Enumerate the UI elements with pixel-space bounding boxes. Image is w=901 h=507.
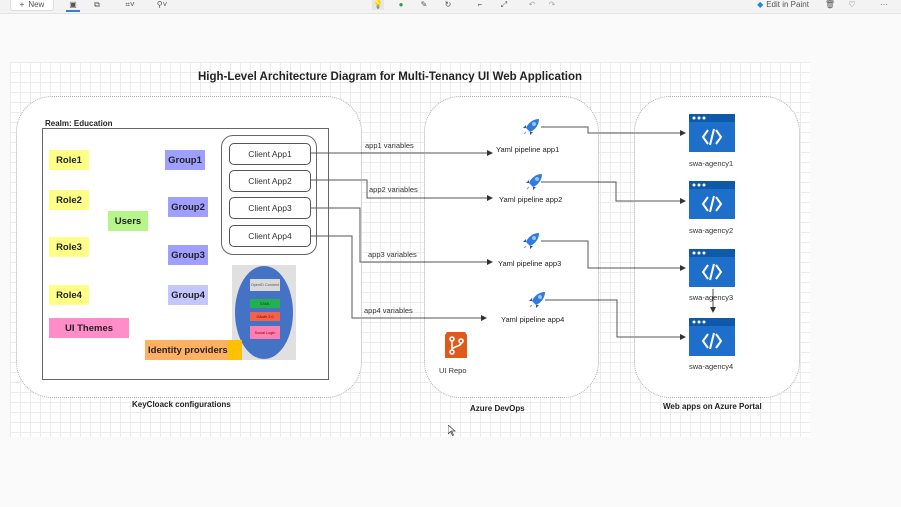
protocol-oauth: OAuth 2.0 xyxy=(250,312,280,321)
app2-variables-label: app2 variables xyxy=(369,185,418,194)
swa-agency1-label: swa-agency1 xyxy=(689,159,734,168)
new-button-label: New xyxy=(28,0,45,9)
pipeline-app4-label: Yaml pipeline app4 xyxy=(501,315,565,324)
app-toolbar: + New ▣ ⧉ ⌗˅ ⚲˅ 💡 ● ✎ ↻ ⌐ ⤢ ↶ ↷ ◆ Edit i… xyxy=(0,0,901,14)
role-4: Role4 xyxy=(49,285,89,305)
web-app-icon xyxy=(689,249,735,287)
group-4: Group4 xyxy=(168,285,208,305)
swa-agency2-label: swa-agency2 xyxy=(689,226,734,235)
pipeline-app3-label: Yaml pipeline app3 xyxy=(498,259,562,268)
pipeline-rocket-icon xyxy=(523,233,539,249)
group-3: Group3 xyxy=(168,245,208,265)
diagram-title: High-Level Architecture Diagram for Mult… xyxy=(198,71,583,83)
keycloak-group-label: KeyCloack configurations xyxy=(132,400,231,409)
swa-agency4-label: swa-agency4 xyxy=(689,362,734,371)
pipeline-rocket-icon xyxy=(526,174,542,190)
zoom-icon[interactable]: ⚲˅ xyxy=(156,0,168,9)
role-2: Role2 xyxy=(49,190,89,210)
role-1: Role1 xyxy=(49,150,89,170)
connector-app2-variables xyxy=(311,179,493,201)
app4-variables-label: app4 variables xyxy=(364,306,413,315)
app3-variables-label: app3 variables xyxy=(368,250,417,259)
swa-agency3-label: swa-agency3 xyxy=(689,293,734,302)
view-image-icon[interactable]: ▣ xyxy=(66,0,80,12)
group-2: Group2 xyxy=(168,197,208,217)
undo-icon[interactable]: ↶ xyxy=(528,0,536,9)
client-app-3: Client App3 xyxy=(229,197,311,219)
connector-pipeline1-swa1 xyxy=(541,126,686,136)
client-app-4: Client App4 xyxy=(229,225,311,247)
protocol-openid: OpenID Connect xyxy=(250,279,280,291)
realm-label: Realm: Education xyxy=(45,119,113,128)
more-options-button[interactable]: ··· xyxy=(880,0,888,9)
azure-devops-group-label: Azure DevOps xyxy=(470,404,525,413)
ui-themes-box: UI Themes xyxy=(49,318,129,338)
pipeline-app2-label: Yaml pipeline app2 xyxy=(499,195,563,204)
web-app-icon xyxy=(689,114,735,152)
pipeline-app1-label: Yaml pipeline app1 xyxy=(496,145,560,154)
paint-icon: ◆ xyxy=(757,0,764,9)
crop-tool-icon[interactable]: ⌐ xyxy=(477,0,483,9)
web-app-icon xyxy=(689,181,735,219)
client-app-1: Client App1 xyxy=(229,143,311,165)
favorite-icon[interactable]: ♡ xyxy=(848,0,856,9)
edit-in-paint-label: Edit in Paint xyxy=(766,0,809,9)
play-icon[interactable]: ● xyxy=(398,0,404,9)
redo-icon[interactable]: ↷ xyxy=(548,0,556,9)
protocol-saml: SAML xyxy=(250,299,280,308)
lightbulb-icon[interactable]: 💡 xyxy=(372,0,384,10)
connector-pipeline2-swa2 xyxy=(541,181,686,204)
edit-in-paint-button[interactable]: ◆ Edit in Paint xyxy=(752,0,814,10)
new-button[interactable]: + New xyxy=(10,0,54,11)
ui-repo-label: UI Repo xyxy=(439,366,467,375)
identity-providers-box: Identity providers xyxy=(145,340,241,360)
connector-app4-variables xyxy=(311,235,487,321)
connector-pipeline4-swa4 xyxy=(545,299,686,340)
users-box: Users xyxy=(108,211,148,231)
mouse-cursor-icon xyxy=(448,425,456,436)
azure-portal-group-label: Web apps on Azure Portal xyxy=(663,402,762,411)
view-slideshow-icon[interactable]: ⧉ xyxy=(94,0,100,9)
client-app-2: Client App2 xyxy=(229,170,311,192)
expand-icon[interactable]: ⤢ xyxy=(500,0,508,9)
role-3: Role3 xyxy=(49,237,89,257)
rotate-icon[interactable]: ↻ xyxy=(444,0,452,9)
connector-app3-variables xyxy=(311,207,493,265)
plus-icon: + xyxy=(19,0,25,9)
crop-icon[interactable]: ⌗˅ xyxy=(125,0,135,9)
connector-pipeline3-swa3 xyxy=(541,240,686,271)
web-app-icon xyxy=(689,318,735,356)
identity-providers-connector xyxy=(228,340,242,360)
pipeline-rocket-icon xyxy=(529,292,545,308)
repo-icon xyxy=(445,332,467,358)
group-1: Group1 xyxy=(165,150,205,170)
app1-variables-label: app1 variables xyxy=(365,141,414,150)
pipeline-rocket-icon xyxy=(523,119,539,135)
delete-icon[interactable]: 🗑 xyxy=(824,0,836,9)
edit-icon[interactable]: ✎ xyxy=(420,0,428,9)
protocol-social-login: Social Login xyxy=(250,326,280,339)
